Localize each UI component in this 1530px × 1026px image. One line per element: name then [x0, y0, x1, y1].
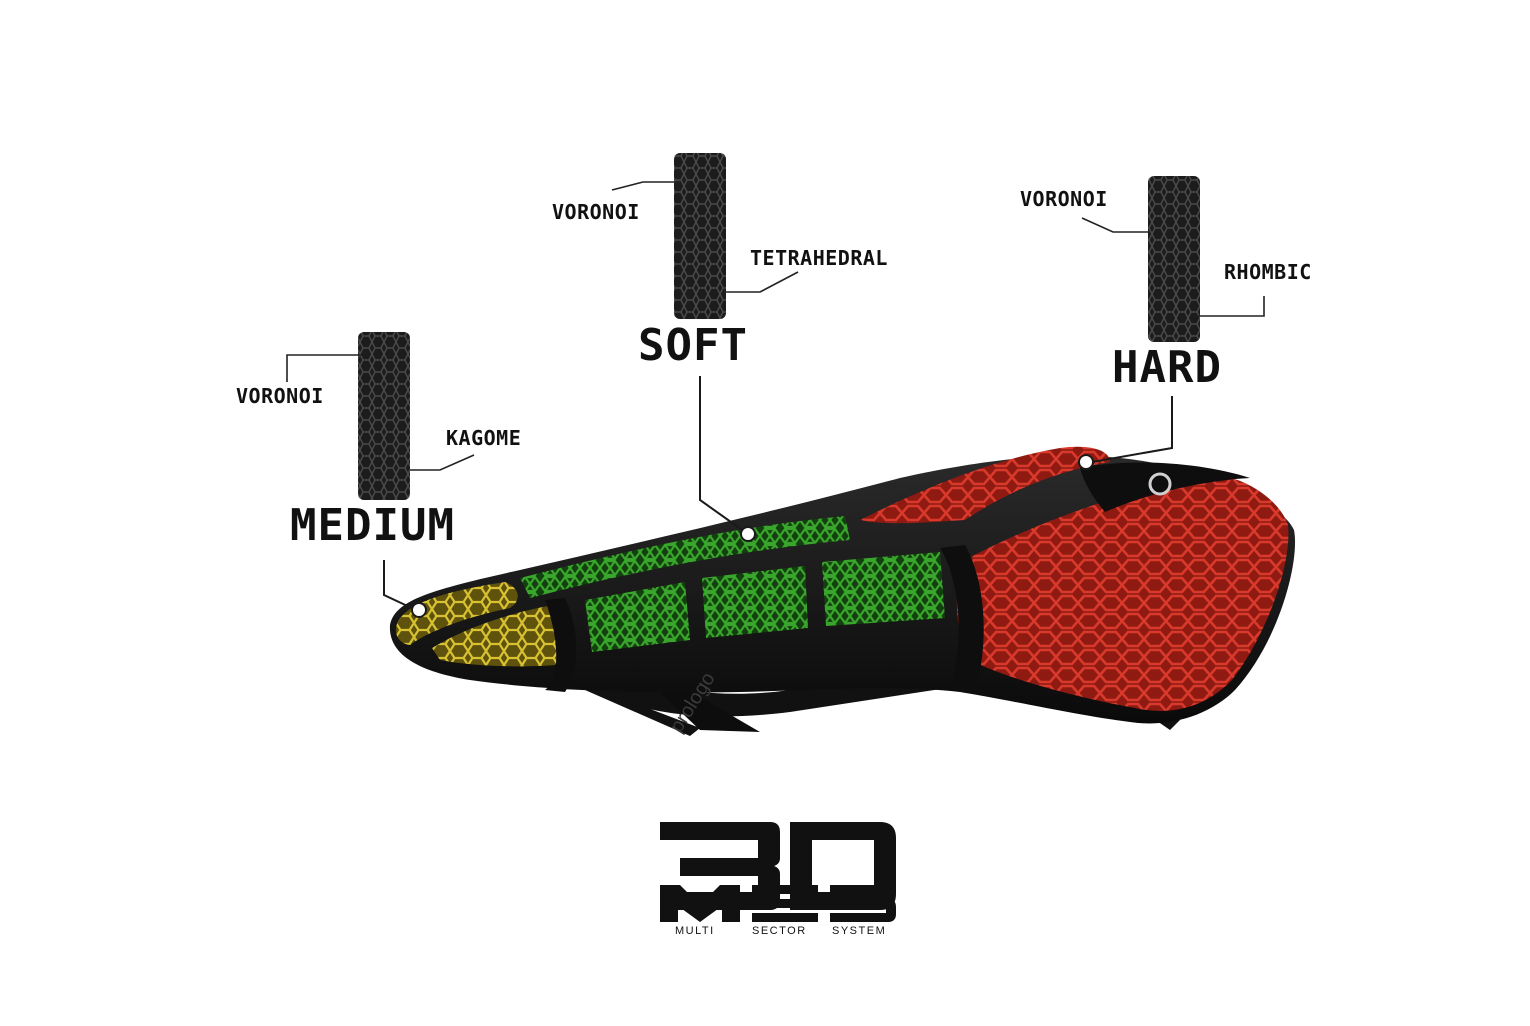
- logo-word-sector: SECTOR: [752, 925, 807, 937]
- sector-pointer-lines: [383, 376, 1173, 611]
- medium-zone-mesh-top: [395, 582, 518, 645]
- hard-structure-top-label: VORONOI: [1020, 187, 1108, 211]
- logo-word-system: SYSTEM: [832, 925, 887, 937]
- soft-zone-mesh-panel-3: [822, 552, 945, 626]
- hard-sector-title: HARD: [1112, 342, 1222, 393]
- brand-logo-icon: [1148, 472, 1172, 496]
- medium-sector-title: MEDIUM: [290, 500, 455, 551]
- medium-sample-cylinder: [358, 332, 410, 500]
- hard-zone-marker: [1078, 454, 1094, 470]
- soft-sector-title: SOFT: [638, 320, 748, 371]
- medium-zone-marker: [411, 602, 427, 618]
- 3d-mss-logo: [660, 822, 896, 922]
- soft-zone-mesh-top: [520, 516, 850, 598]
- medium-zone-mesh-side: [432, 604, 567, 667]
- medium-structure-top-label: VORONOI: [236, 384, 324, 408]
- hard-structure-bottom-label: RHOMBIC: [1224, 260, 1312, 284]
- logo-word-multi: MULTI: [675, 925, 715, 937]
- soft-zone-mesh-panel-2: [702, 566, 808, 638]
- medium-structure-bottom-label: KAGOME: [446, 426, 522, 450]
- soft-zone-mesh-panel-1: [585, 582, 690, 652]
- structure-leader-lines: [286, 181, 1265, 471]
- soft-zone-marker: [740, 526, 756, 542]
- hard-zone-mesh-main: [956, 475, 1289, 711]
- hard-sample-cylinder: [1148, 176, 1200, 342]
- soft-sample-cylinder: [674, 153, 726, 319]
- soft-structure-top-label: VORONOI: [552, 200, 640, 224]
- hard-zone-mesh-top: [860, 446, 1110, 524]
- soft-structure-bottom-label: TETRAHEDRAL: [750, 246, 888, 270]
